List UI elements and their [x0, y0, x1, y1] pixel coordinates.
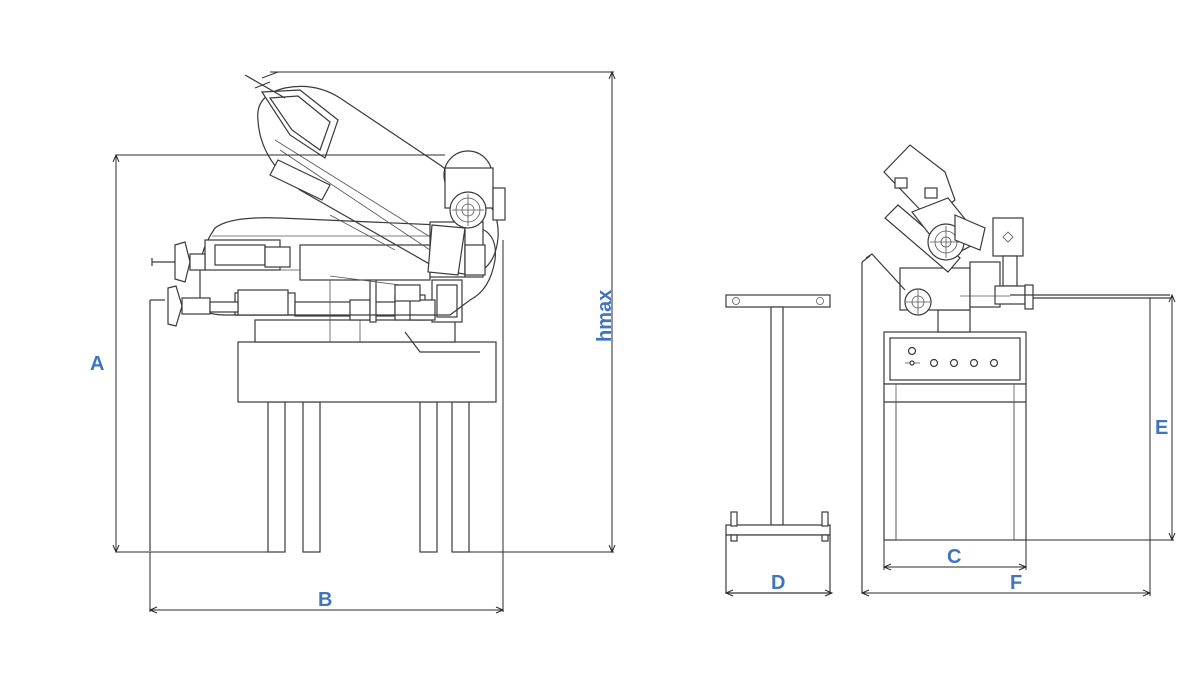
front-motor — [427, 150, 506, 276]
side-cabinet — [883, 331, 1027, 541]
dimension-b — [148, 240, 505, 614]
front-stand-legs — [267, 401, 470, 553]
front-lower-bracket — [404, 331, 480, 353]
front-handle-lower — [149, 285, 239, 551]
front-handle-upper — [151, 241, 206, 283]
front-base-table — [237, 341, 497, 403]
dimension-a — [112, 153, 445, 554]
side-handwheel — [861, 253, 932, 593]
dimension-label-f: F — [1010, 572, 1022, 594]
dimension-e — [1026, 293, 1176, 542]
side-tilted-head — [883, 144, 986, 273]
dimension-label-a: A — [90, 353, 104, 375]
dimension-label-d: D — [771, 572, 785, 594]
dimension-label-c: C — [947, 546, 961, 568]
dimension-f — [860, 298, 1152, 597]
dimension-d — [724, 589, 834, 597]
dimension-c — [882, 540, 1028, 571]
side-view-saw — [861, 144, 1170, 593]
dimension-label-e: E — [1155, 417, 1168, 439]
roller-stand — [725, 294, 831, 594]
dimension-label-hmax: hmax — [594, 290, 616, 342]
side-control-panel — [905, 346, 999, 368]
dimension-label-b: B — [318, 589, 332, 611]
side-vise-block — [960, 217, 1170, 310]
dimension-hmax — [270, 70, 616, 554]
front-view-saw — [149, 71, 506, 553]
